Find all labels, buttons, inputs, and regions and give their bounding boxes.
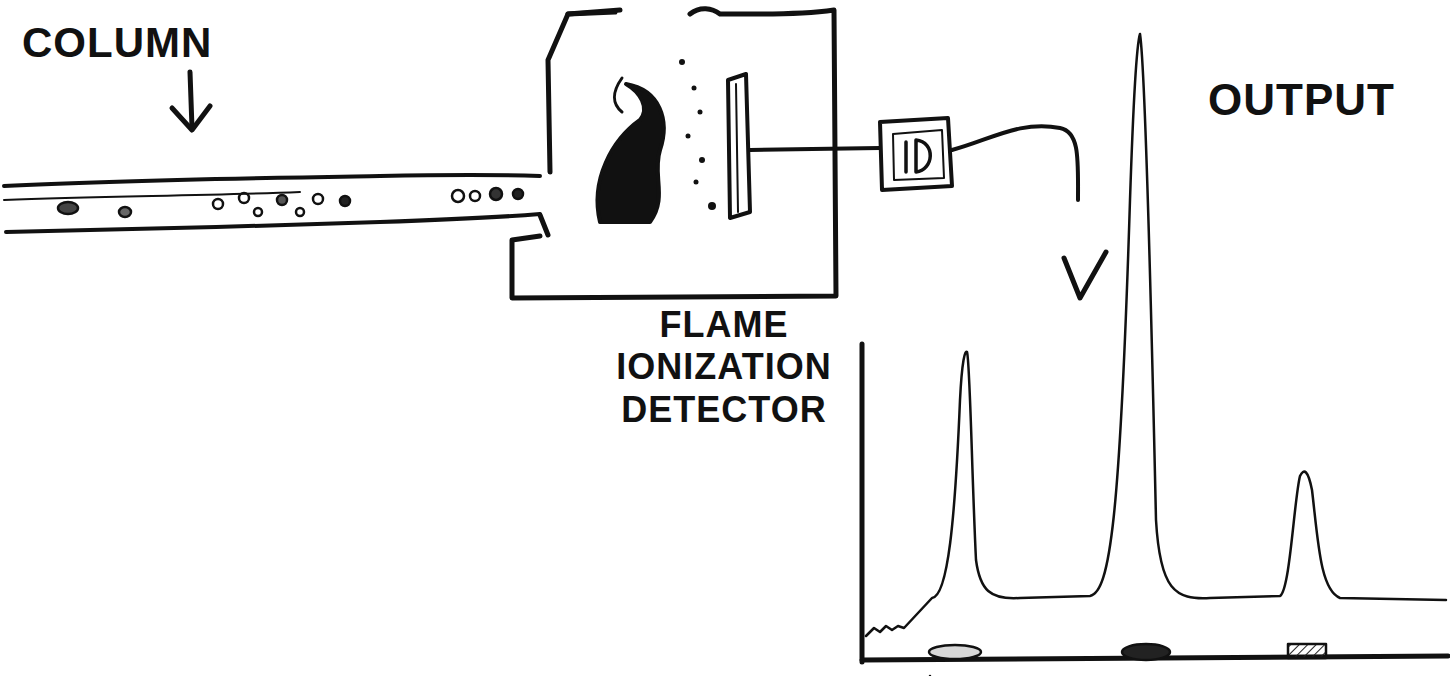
flame xyxy=(598,78,664,222)
column-tube xyxy=(4,175,540,232)
electrometer-box xyxy=(880,118,952,190)
ion-dots xyxy=(679,59,716,210)
chromatogram-trace xyxy=(866,34,1446,636)
collector-electrode xyxy=(728,74,750,218)
detector-housing xyxy=(512,9,836,298)
signal-wire xyxy=(750,148,880,150)
pointer-arrow xyxy=(172,72,210,130)
signal-wire xyxy=(952,126,1078,200)
output-arrow xyxy=(1064,252,1106,298)
handwritten-label: COLUMN xyxy=(22,18,212,68)
handwritten-label: OUTPUT xyxy=(1208,74,1395,126)
peak-markers xyxy=(929,644,1326,676)
sample-particles xyxy=(58,188,523,217)
handwritten-label: FLAME IONIZATION DETECTOR xyxy=(598,304,850,431)
